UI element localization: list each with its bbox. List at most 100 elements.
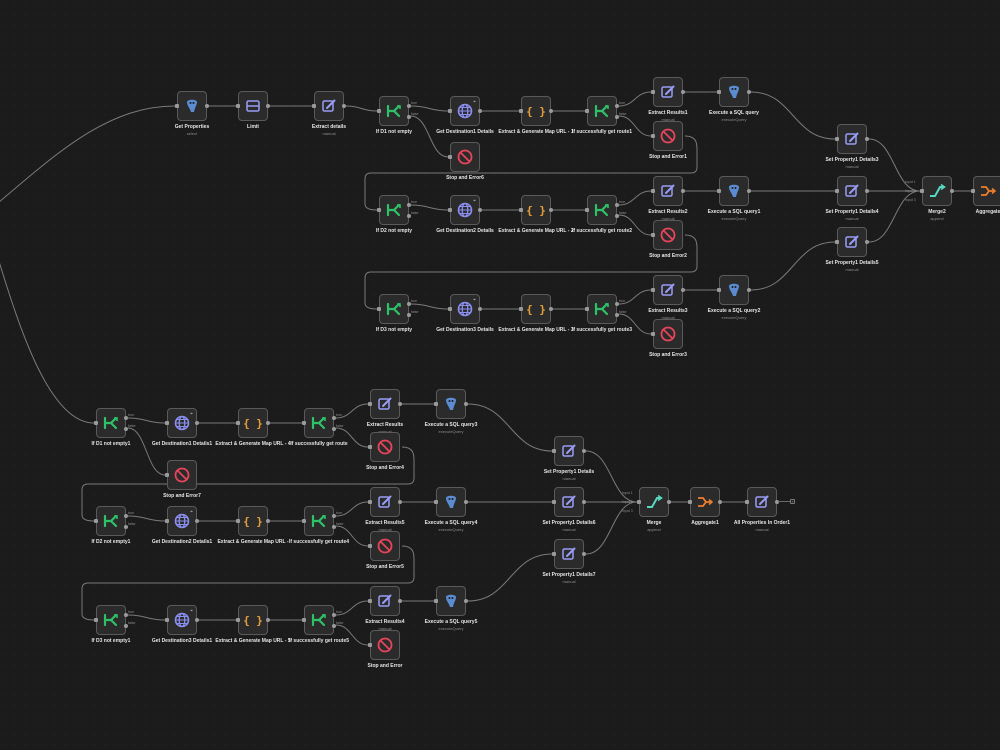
output-handle[interactable] [747,288,751,292]
node-execute-sql-query2[interactable] [717,275,751,305]
output-handle[interactable] [478,208,482,212]
output-handle[interactable] [865,137,869,141]
input-handle[interactable] [519,109,523,113]
input-handle[interactable] [312,104,316,108]
connection-if-get-route5-to-stop-and-error[interactable] [335,624,369,646]
output-handle[interactable] [266,421,270,425]
connection-execute-sql-query-to-set-property1-details3[interactable] [750,91,836,140]
input-handle[interactable] [651,90,655,94]
connection-if-get-route2-to-stop-and-error2[interactable] [618,214,652,236]
connection-if-d3-not-empty1-to-get-destination3-details1[interactable] [127,614,166,621]
input-handle[interactable] [236,519,240,523]
connection-if-d3-not-empty-to-get-destination3-details[interactable] [410,303,449,310]
input-handle[interactable] [165,473,169,477]
connection-offscreen-to-if-d1-not-empty1[interactable] [0,258,95,424]
node-stop-and-error4[interactable] [368,432,400,462]
connection-if-get-route1-to-stop-and-error1[interactable] [618,115,652,137]
connection-if-d1-not-empty1-to-get-destination1-details1[interactable] [127,417,166,424]
input-handle[interactable] [920,189,924,193]
input-handle[interactable] [745,500,749,504]
node-set-property1-details[interactable] [552,436,586,466]
input-handle[interactable] [717,288,721,292]
input-handle[interactable] [637,500,641,504]
input-handle[interactable] [175,104,179,108]
node-if-get-route2[interactable] [585,195,619,225]
node-if-d3-not-empty[interactable] [377,294,411,324]
input-handle[interactable] [835,137,839,141]
node-if-get-route4[interactable] [302,506,336,536]
input-handle[interactable] [519,307,523,311]
input-handle[interactable] [651,332,655,336]
connection-extract-details-to-if-d1-not-empty[interactable] [345,105,378,112]
output-handle[interactable] [342,104,346,108]
node-execute-sql-query[interactable] [717,77,751,107]
connection-if-get-route-to-stop-and-error4[interactable] [335,427,369,448]
node-extract-results3[interactable] [651,275,685,305]
connection-execute-sql-query3-to-set-property1-details[interactable] [467,403,553,452]
node-set-property1-details7[interactable] [552,539,586,569]
output-handle[interactable] [775,500,779,504]
connection-if-d2-not-empty-to-get-destination2-details[interactable] [410,204,449,211]
node-if-get-route5[interactable] [302,605,336,635]
output-handle-true[interactable] [615,104,619,108]
input-handle[interactable] [835,189,839,193]
node-merge[interactable] [637,487,671,517]
input-handle[interactable] [651,288,655,292]
node-set-property1-details6[interactable] [552,487,586,517]
output-handle[interactable] [681,288,685,292]
node-extract-results2[interactable] [651,176,685,206]
output-handle-true[interactable] [615,203,619,207]
output-handle[interactable] [478,307,482,311]
node-limit[interactable] [236,91,270,121]
output-handle-true[interactable] [332,514,336,518]
output-handle[interactable] [582,552,586,556]
output-handle-true[interactable] [332,613,336,617]
node-stop-and-error3[interactable] [651,319,683,349]
input-handle[interactable] [165,519,169,523]
output-handle[interactable] [549,307,553,311]
output-handle-false[interactable] [615,214,619,218]
input-handle[interactable] [94,421,98,425]
output-handle[interactable] [398,599,402,603]
output-handle[interactable] [195,618,199,622]
input-handle[interactable] [971,189,975,193]
node-if-d1-not-empty1[interactable] [94,408,128,438]
output-handle-false[interactable] [332,427,336,431]
node-extract-results[interactable] [368,389,402,419]
connection-if-get-route-to-extract-results[interactable] [335,403,369,419]
output-handle[interactable] [950,189,954,193]
connection-set-property1-details3-to-merge2[interactable] [868,138,921,192]
output-handle[interactable] [195,421,199,425]
connection-stop-and-error1-to-if-d2-not-empty[interactable] [364,135,698,211]
output-handle[interactable] [747,189,751,193]
input-handle[interactable] [302,421,306,425]
node-set-property1-details3[interactable] [835,124,869,154]
output-handle[interactable] [266,618,270,622]
node-execute-sql-query5[interactable] [434,586,468,616]
output-handle-true[interactable] [124,416,128,420]
output-handle-false[interactable] [332,624,336,628]
input-handle[interactable] [377,307,381,311]
connection-set-property1-details-to-merge[interactable] [585,450,638,503]
output-handle[interactable] [718,500,722,504]
output-handle-false[interactable] [407,313,411,317]
output-handle[interactable] [549,109,553,113]
node-if-d2-not-empty[interactable] [377,195,411,225]
node-extract-map-url-2[interactable]: { } [519,195,553,225]
connection-offscreen-to-get-properties[interactable] [0,105,176,203]
input-handle[interactable] [434,599,438,603]
connection-if-get-route4-to-stop-and-error5[interactable] [335,525,369,547]
node-extract-results4[interactable] [368,586,402,616]
output-handle-false[interactable] [124,525,128,529]
node-set-property1-details5[interactable] [835,227,869,257]
node-extract-details[interactable] [312,91,346,121]
connection-if-d1-not-empty-to-stop-and-error6[interactable] [410,115,449,158]
node-if-get-route[interactable] [302,408,336,438]
output-handle[interactable] [667,500,671,504]
node-stop-and-error[interactable] [368,630,400,660]
node-extract-map-url-5[interactable]: { } [236,605,270,635]
node-stop-and-error2[interactable] [651,220,683,250]
input-handle[interactable] [519,208,523,212]
output-handle-false[interactable] [615,115,619,119]
